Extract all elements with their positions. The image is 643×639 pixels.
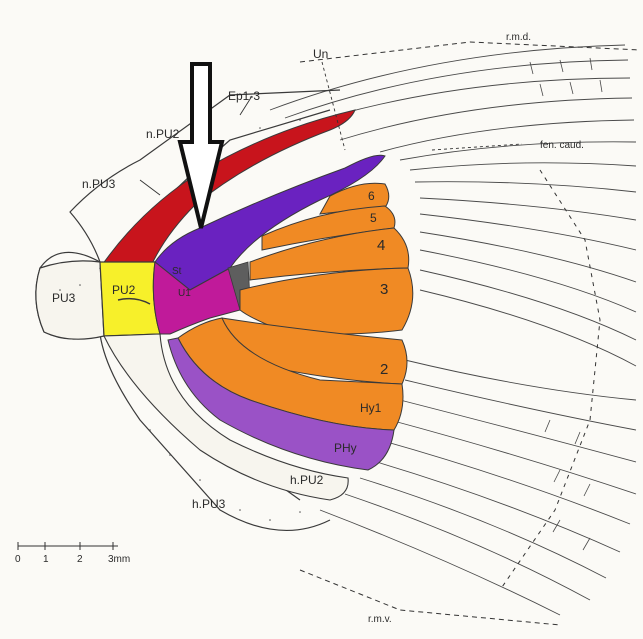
label-hypural-1: Hy1: [360, 401, 382, 415]
label-pu2: PU2: [112, 283, 136, 297]
label-u1: U1: [178, 288, 191, 299]
label-ep: Ep1-3: [228, 89, 260, 103]
label-hpu3: h.PU3: [192, 497, 226, 511]
label-hypural-4: 4: [377, 237, 385, 254]
label-hypural-2: 2: [380, 361, 388, 378]
label-fen-caud: fen. caud.: [540, 140, 584, 151]
scale-1: 1: [43, 554, 49, 565]
label-hpu2: h.PU2: [290, 473, 324, 487]
label-un: Un: [313, 47, 328, 61]
label-rmv: r.m.v.: [368, 614, 392, 625]
label-hypural-5: 5: [370, 211, 377, 225]
scale-3mm: 3mm: [108, 554, 130, 565]
label-parhypural: PHy: [334, 441, 357, 455]
label-pu3: PU3: [52, 291, 76, 305]
label-npu2: n.PU2: [146, 127, 180, 141]
label-hypural-6: 6: [368, 189, 375, 203]
scale-2: 2: [77, 554, 83, 565]
label-st: St: [172, 266, 182, 277]
label-hypural-3: 3: [380, 281, 388, 298]
scale-0: 0: [15, 554, 21, 565]
label-npu3: n.PU3: [82, 177, 116, 191]
label-rmd: r.m.d.: [506, 32, 531, 43]
